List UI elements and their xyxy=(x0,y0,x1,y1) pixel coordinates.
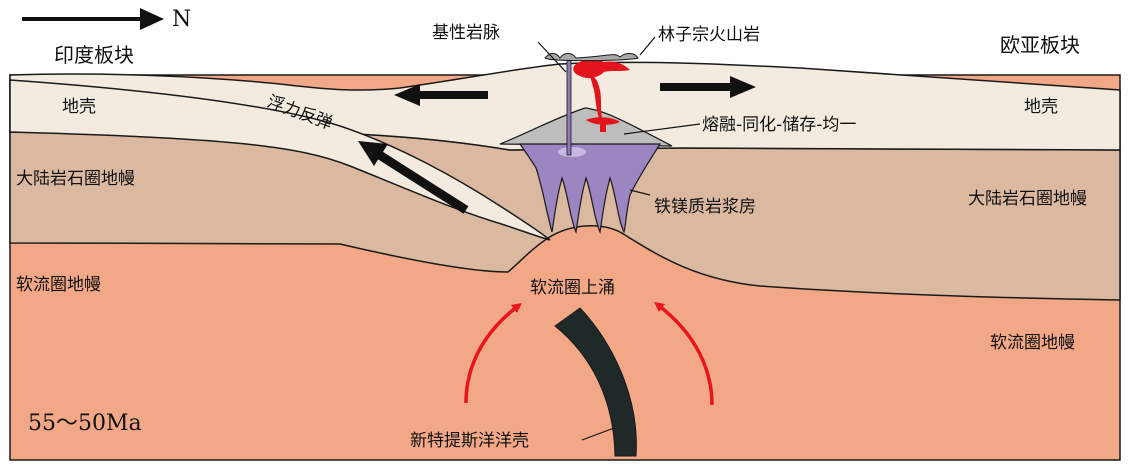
volcanic-rock-label: 林子宗火山岩 xyxy=(658,25,760,45)
lithospheric-mantle-label-right: 大陆岩石圈地幔 xyxy=(968,189,1087,209)
north-label: N xyxy=(172,7,191,32)
lithospheric-mantle-label-left: 大陆岩石圈地幔 xyxy=(16,169,135,189)
plate-label-eurasia: 欧亚板块 xyxy=(1000,33,1080,57)
basic-dike xyxy=(567,60,571,155)
north-arrow xyxy=(22,8,164,30)
upwelling-label: 软流圈上涌 xyxy=(530,278,615,298)
volcanic-rock-bumps xyxy=(545,53,638,60)
crust-label-right: 地壳 xyxy=(1024,97,1058,117)
magma-chamber-label: 铁镁质岩浆房 xyxy=(654,197,756,217)
neotethys-label: 新特提斯洋洋壳 xyxy=(410,431,529,451)
crust-label-left: 地壳 xyxy=(62,97,96,117)
leader-volcanic xyxy=(640,37,655,55)
plate-label-india: 印度板块 xyxy=(54,43,134,67)
mash-label: 熔融-同化-储存-均一 xyxy=(702,115,856,135)
asthenosphere-label-left: 软流圈地幔 xyxy=(16,275,101,295)
age-label: 55～50Ma xyxy=(28,411,142,436)
basic-dike-label: 基性岩脉 xyxy=(432,23,500,43)
magma-chamber-core xyxy=(558,147,586,157)
asthenosphere-label-right: 软流圈地幔 xyxy=(990,333,1075,353)
